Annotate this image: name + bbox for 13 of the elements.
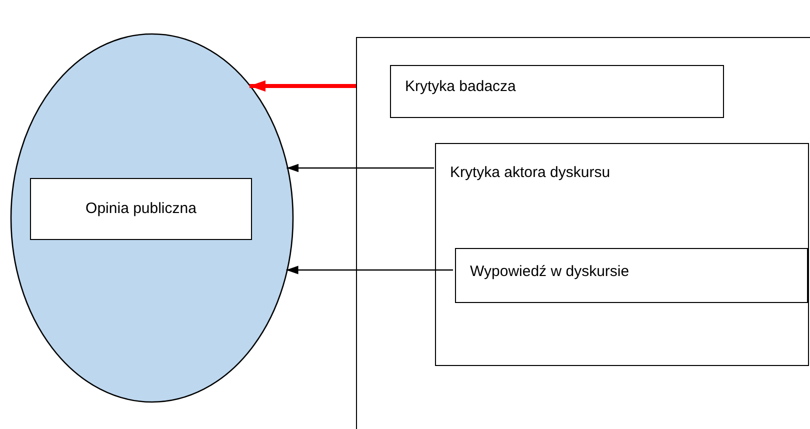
box-label: Krytyka aktora dyskursu (450, 164, 610, 181)
arrow (286, 266, 453, 274)
arrow (286, 164, 434, 172)
text-box (435, 143, 809, 366)
text-box (455, 248, 808, 303)
frame (356, 37, 810, 429)
box-label: Opinia publiczna (84, 200, 198, 217)
arrow (250, 80, 356, 92)
box-label: Wypowiedź w dyskursie (470, 263, 630, 280)
box-label: Krytyka badacza (405, 78, 516, 95)
text-box (30, 178, 252, 240)
text-box (390, 65, 724, 118)
ellipse-shape (10, 33, 294, 403)
